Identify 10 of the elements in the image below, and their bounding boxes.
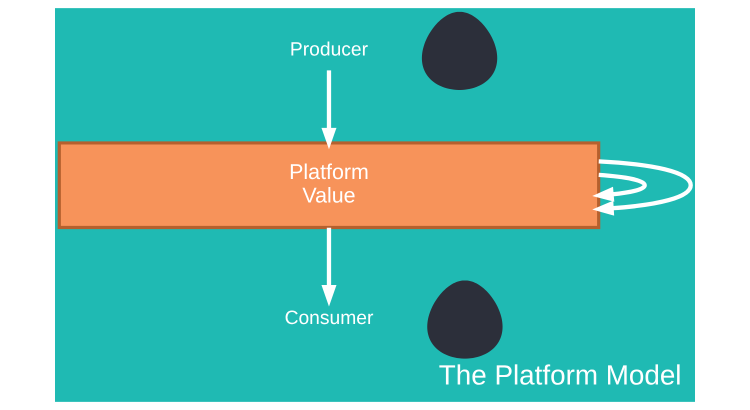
- arrow: [592, 159, 693, 216]
- node-box: Platform Value: [58, 141, 600, 230]
- diagram-title: The Platform Model: [438, 360, 682, 391]
- arrow: [321, 70, 336, 150]
- node-text: Consumer: [284, 308, 374, 330]
- node-person: [427, 280, 503, 359]
- arrow: [592, 172, 647, 202]
- node-text: Producer: [290, 40, 368, 61]
- node-person: [422, 12, 498, 90]
- arrow: [321, 228, 336, 306]
